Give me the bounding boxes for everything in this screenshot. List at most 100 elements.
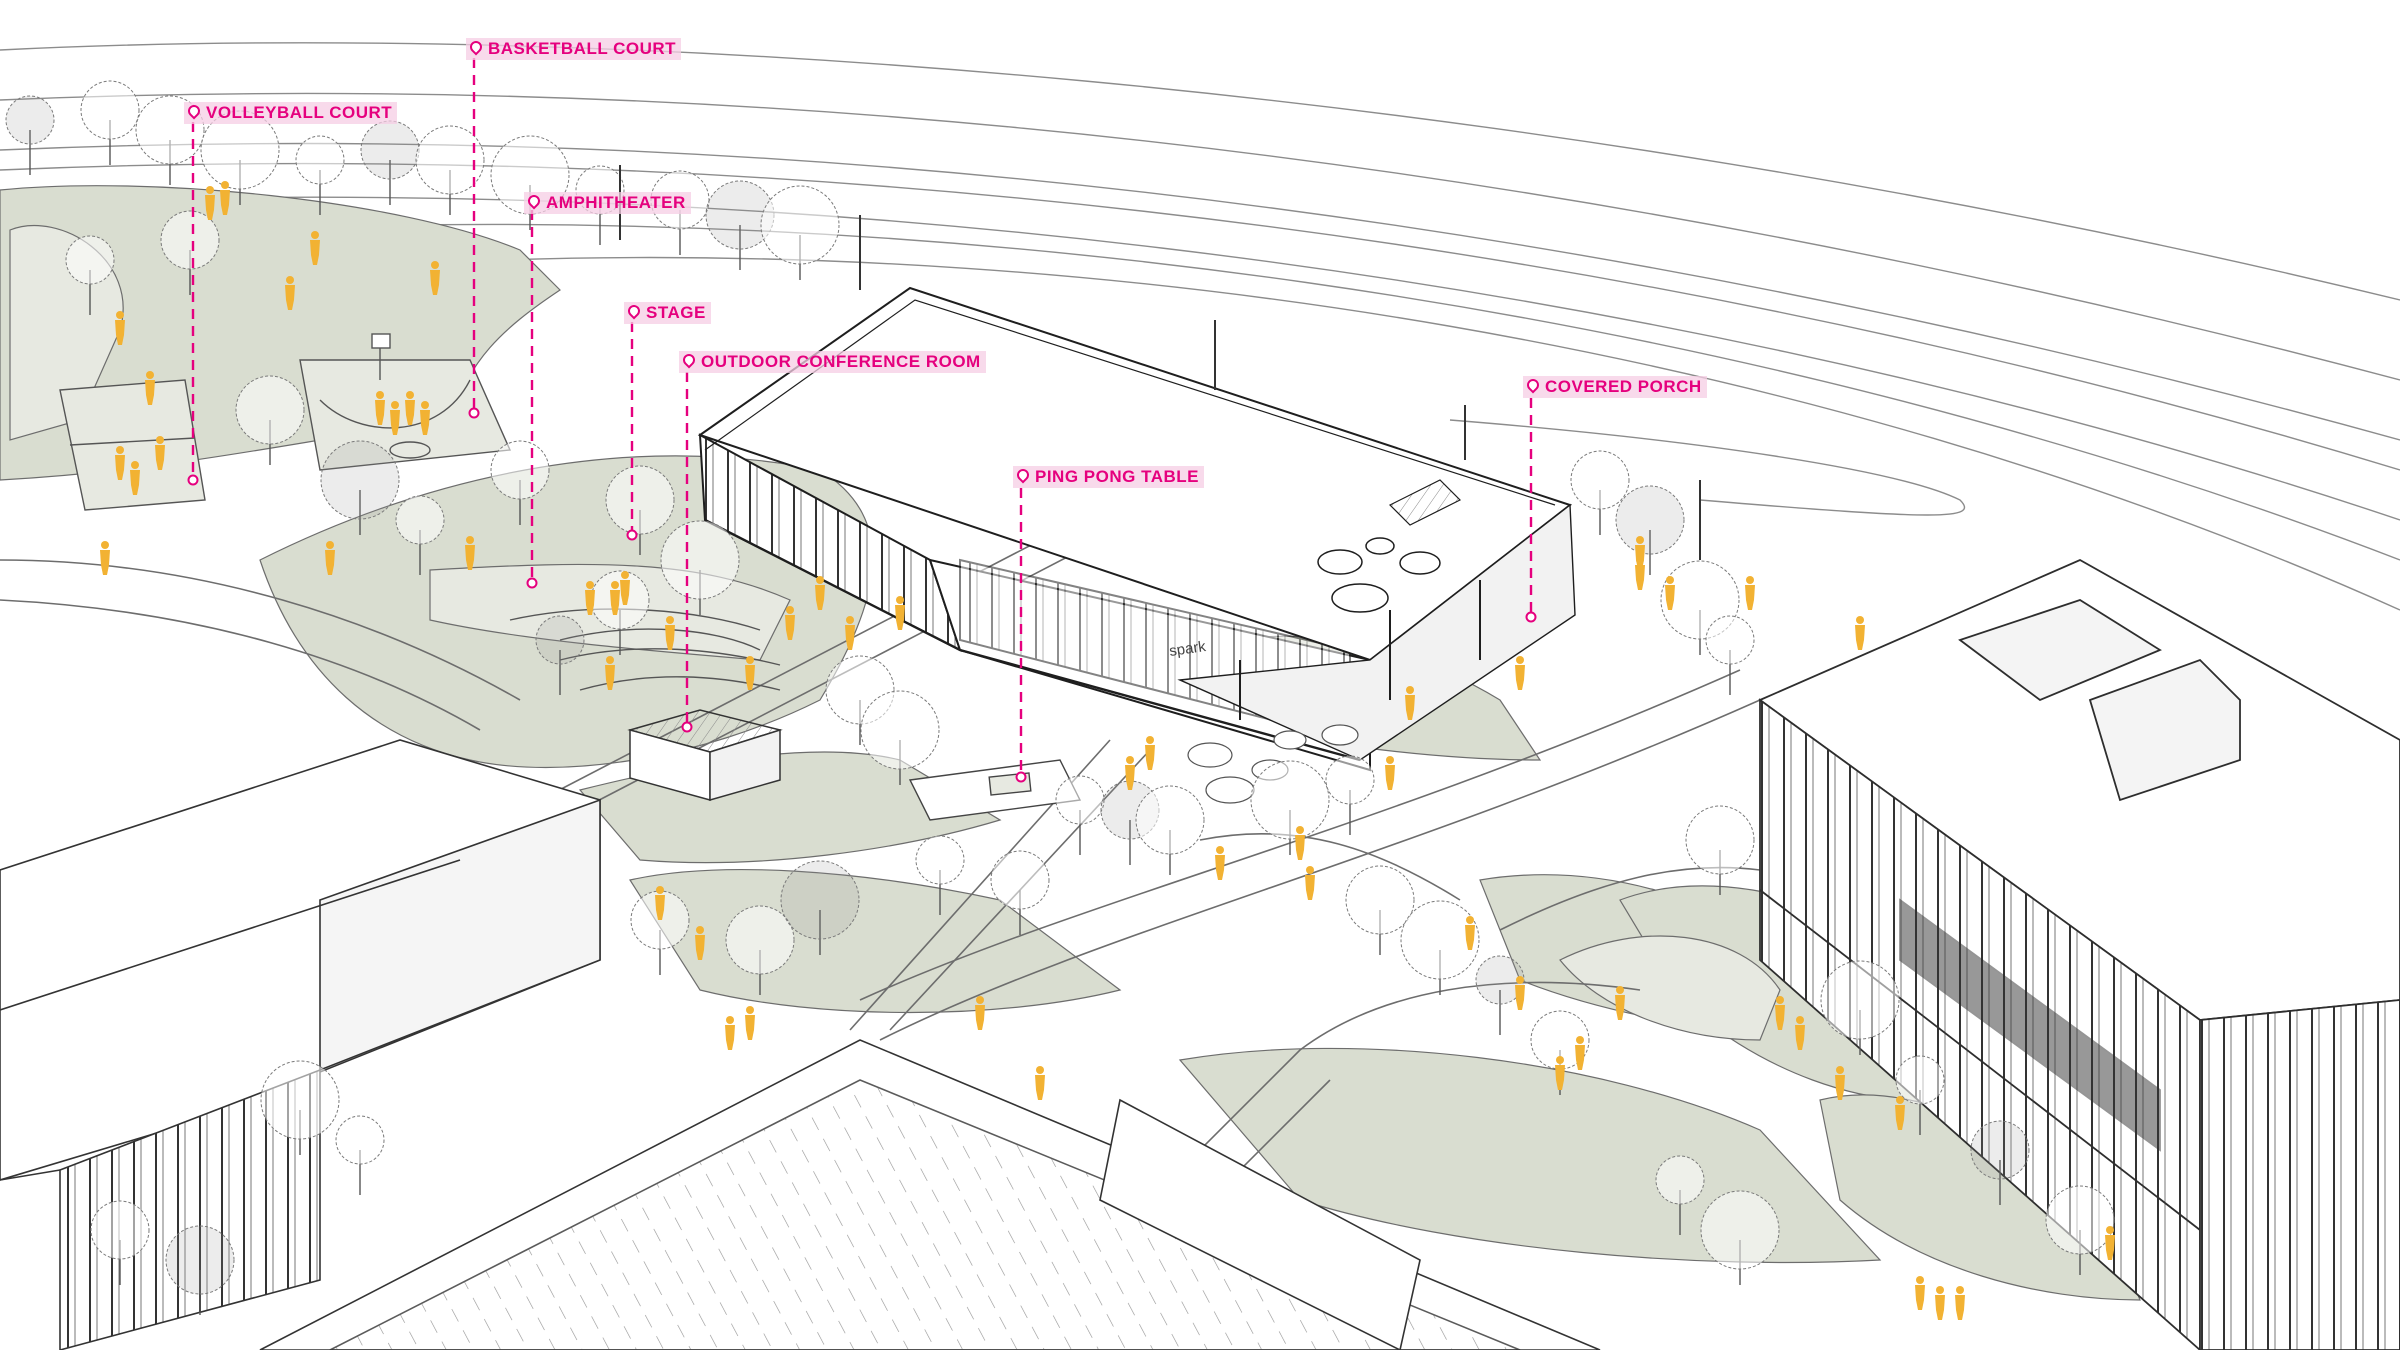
person-figure [605, 656, 615, 690]
tree [860, 690, 940, 785]
tree [660, 520, 740, 615]
person-figure [375, 391, 385, 425]
tree [160, 210, 220, 295]
map-pin-icon [185, 102, 203, 120]
person-figure [1305, 866, 1315, 900]
person-figure [1555, 1056, 1565, 1090]
person-figure [1295, 826, 1305, 860]
person-figure [1935, 1286, 1945, 1320]
tree [590, 570, 650, 655]
person-figure [1915, 1276, 1925, 1310]
person-figure [785, 606, 795, 640]
tree [1250, 760, 1330, 855]
tree [1570, 450, 1630, 535]
person-figure [815, 576, 825, 610]
person-figure [390, 401, 400, 435]
person-figure [220, 181, 230, 215]
tree [235, 375, 305, 465]
person-figure [465, 536, 475, 570]
tree [80, 80, 140, 165]
tree [605, 465, 675, 555]
tree [1615, 485, 1685, 575]
callout-outdoor-conference-room: OUTDOOR CONFERENCE ROOM [679, 351, 986, 373]
tree [260, 1060, 340, 1155]
person-figure [665, 616, 675, 650]
tree [65, 235, 115, 315]
person-figure [745, 1006, 755, 1040]
person-figure [430, 261, 440, 295]
person-figure [1615, 986, 1625, 1020]
person-figure [745, 656, 755, 690]
tree [335, 1115, 385, 1195]
tree [915, 835, 965, 915]
tree [90, 1200, 150, 1285]
person-figure [1795, 1016, 1805, 1050]
person-figure [285, 276, 295, 310]
tree [1055, 775, 1105, 855]
tree [490, 135, 570, 230]
person-figure [895, 596, 905, 630]
person-figure [1635, 536, 1645, 570]
person-figure [1955, 1286, 1965, 1320]
tree [490, 440, 550, 525]
tree [1400, 900, 1480, 995]
person-figure [100, 541, 110, 575]
left-building [0, 739, 601, 1350]
tree [1705, 615, 1755, 695]
map-pin-icon [625, 302, 643, 320]
person-figure [1125, 756, 1135, 790]
person-figure [1775, 996, 1785, 1030]
person-figure [2105, 1226, 2115, 1260]
person-figure [155, 436, 165, 470]
tree [725, 905, 795, 995]
map-pin-icon [467, 38, 485, 56]
map-pin-icon [525, 192, 543, 210]
person-figure [1515, 976, 1525, 1010]
person-figure [420, 401, 430, 435]
callout-ping-pong-table: PING PONG TABLE [1013, 466, 1204, 488]
person-figure [620, 571, 630, 605]
callout-amphitheater: AMPHITHEATER [524, 192, 691, 214]
person-figure [145, 371, 155, 405]
callout-leaders [191, 58, 1533, 772]
tree [535, 615, 585, 695]
tree [1345, 865, 1415, 955]
person-figure [1835, 1066, 1845, 1100]
callout-volleyball-court: VOLLEYBALL COURT [184, 102, 398, 124]
parking-lot [259, 1039, 1601, 1350]
person-figure [1895, 1096, 1905, 1130]
tree [1970, 1120, 2030, 1205]
person-figure [1145, 736, 1155, 770]
basketball-court [299, 333, 512, 471]
callout-basketball-court: BASKETBALL COURT [466, 38, 682, 60]
people [100, 181, 2115, 1320]
tree [760, 185, 840, 280]
callout-covered-porch: COVERED PORCH [1523, 376, 1707, 398]
ping-pong-area [908, 759, 1082, 821]
person-figure [845, 616, 855, 650]
tree [320, 440, 400, 535]
tree [165, 1225, 235, 1315]
tree [1820, 960, 1900, 1055]
person-figure [310, 231, 320, 265]
person-figure [405, 391, 415, 425]
tree [1655, 1155, 1705, 1235]
tree [1685, 805, 1755, 895]
person-figure [1385, 756, 1395, 790]
person-figure [975, 996, 985, 1030]
person-figure [1855, 616, 1865, 650]
outdoor-conference-room [627, 709, 783, 801]
person-figure [1405, 686, 1415, 720]
tree [295, 135, 345, 215]
tree [990, 850, 1050, 935]
person-figure [115, 446, 125, 480]
person-figure [205, 186, 215, 220]
map-pin-icon [1524, 376, 1542, 394]
person-figure [1035, 1066, 1045, 1100]
map-pin-icon [680, 351, 698, 369]
person-figure [115, 311, 125, 345]
volleyball-court [59, 379, 206, 511]
tree [1700, 1190, 1780, 1285]
person-figure [610, 581, 620, 615]
